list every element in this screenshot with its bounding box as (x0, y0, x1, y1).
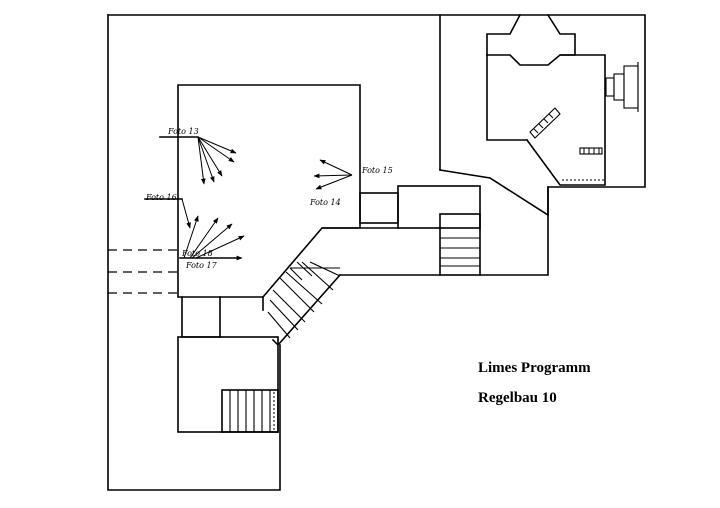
photo-marker-14: Foto 14 (309, 198, 341, 207)
outer-boundary (107, 14, 646, 491)
diagonal-staircase (267, 261, 342, 347)
photo-marker-18: Foto 18 (181, 249, 213, 258)
photo-arrows-13 (159, 136, 237, 185)
photo-marker-13: Foto 13 (167, 127, 199, 136)
caption-building: Regelbau 10 (478, 390, 557, 406)
photo-arrows-17-18 (179, 215, 245, 261)
annex-room (439, 13, 639, 217)
photo-arrows-15 (313, 159, 353, 190)
lower-rooms (177, 296, 279, 433)
entrance-passage (108, 249, 178, 294)
photo-arrows-16 (144, 198, 191, 229)
connecting-corridor (262, 185, 481, 311)
photo-marker-17: Foto 17 (185, 261, 218, 270)
photo-marker-15: Foto 15 (361, 166, 393, 175)
photo-marker-16: Foto 16 (145, 193, 177, 202)
caption-program: Limes Programm (478, 360, 591, 376)
